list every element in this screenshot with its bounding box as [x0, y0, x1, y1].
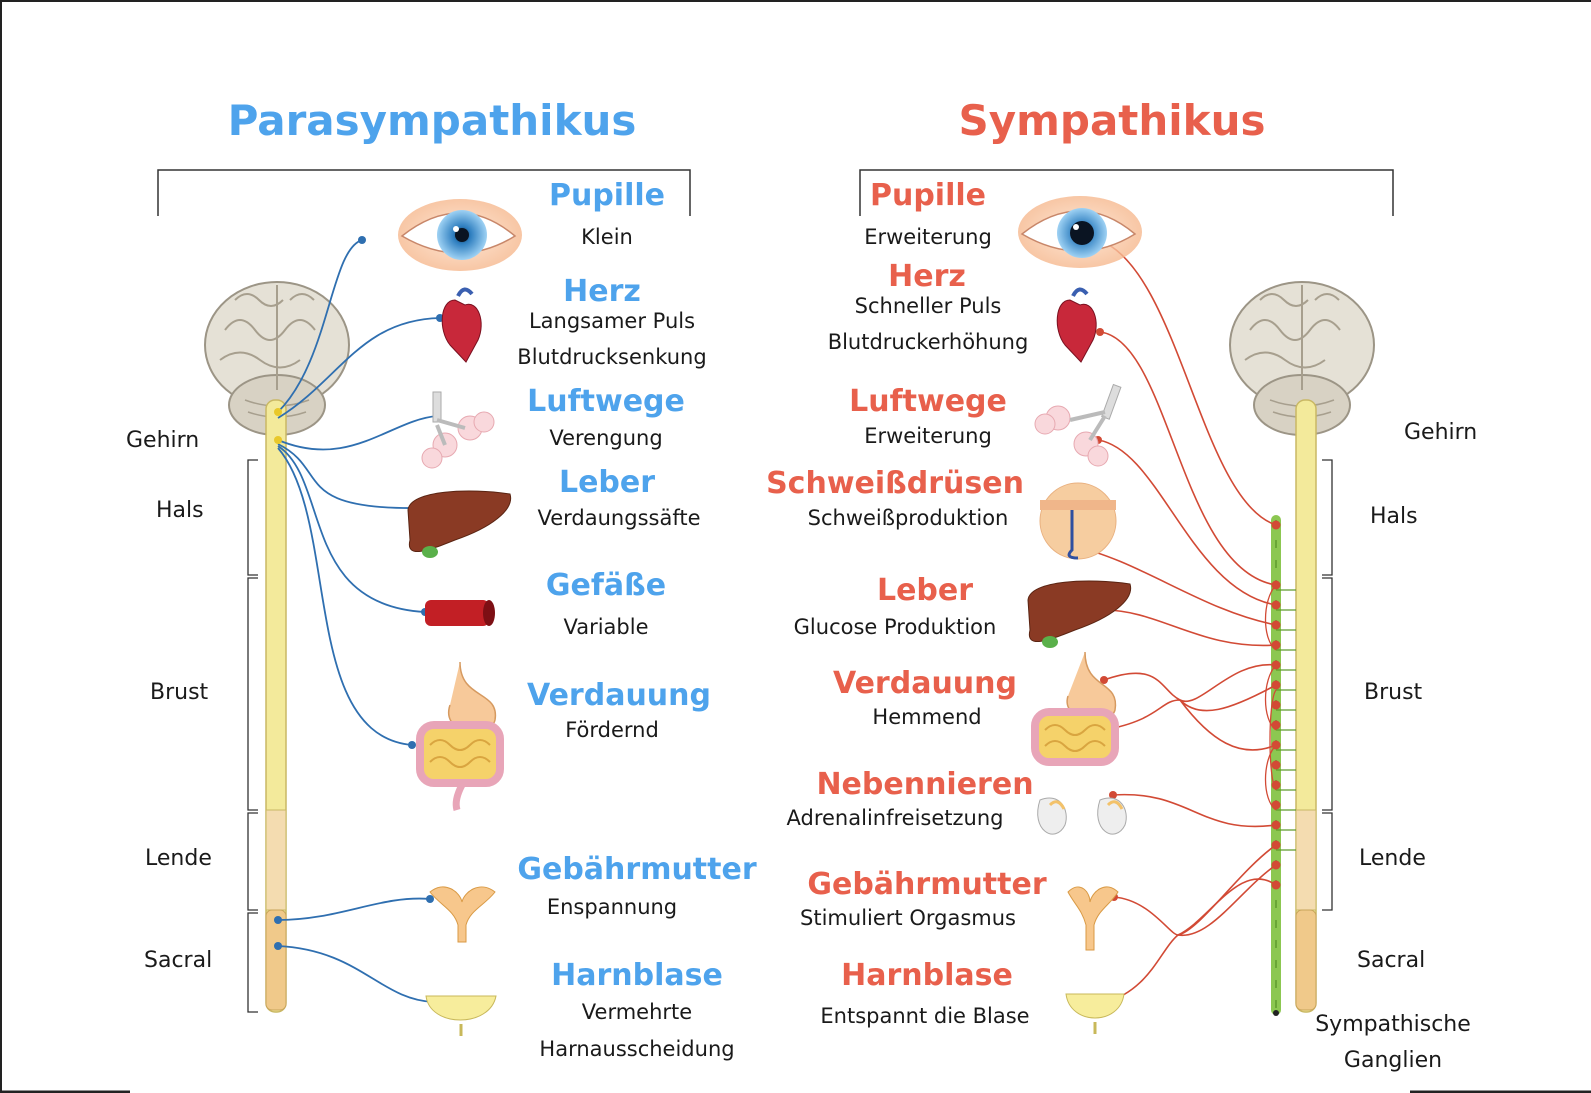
para-organ-leber: Leber	[558, 465, 656, 500]
para-effect-verdauung: Fördernd	[565, 718, 659, 742]
sym-sweat-gland-icon	[1039, 482, 1117, 560]
para-region-brust: Brust	[150, 680, 209, 705]
sym-effect-leber: Glucose Produktion	[793, 615, 997, 639]
sym-region-sacral: Sacral	[1357, 948, 1426, 973]
para-eye-icon	[398, 199, 522, 271]
para-organ-luftwege: Luftwege	[527, 384, 685, 419]
para-organ-harnblase: Harnblase	[551, 958, 723, 993]
sym-effect-luftwege: Erweiterung	[864, 424, 992, 448]
sym-organ-harnblase: Harnblase	[841, 958, 1013, 993]
para-region-brackets	[247, 459, 258, 1013]
para-nerves	[277, 239, 441, 1003]
para-region-gehirn: Gehirn	[126, 428, 200, 453]
sym-effect-pupille: Erweiterung	[864, 225, 992, 249]
para-uterus-icon	[429, 886, 496, 943]
sym-effect-herz-2: Blutdruckerhöhung	[827, 330, 1029, 354]
sym-region-hals: Hals	[1370, 504, 1418, 529]
para-heart-icon	[441, 287, 482, 363]
sym-effect-schweissdruesen: Schweißproduktion	[807, 506, 1009, 530]
para-effect-gefaesse: Variable	[563, 615, 649, 639]
para-title-bracket	[157, 169, 691, 216]
sym-uterus-icon	[1067, 886, 1119, 951]
sym-region-brust: Brust	[1364, 680, 1423, 705]
sym-title-bracket	[859, 169, 1394, 216]
sym-organ-luftwege: Luftwege	[849, 384, 1007, 419]
sym-region-gehirn: Gehirn	[1404, 420, 1478, 445]
sym-organ-schweissdruesen: Schweißdrüsen	[766, 466, 1024, 501]
para-effect-leber: Verdaungssäfte	[537, 506, 701, 530]
para-region-sacral: Sacral	[144, 948, 213, 973]
sym-ganglia-label-2: Ganglien	[1343, 1048, 1443, 1073]
sym-region-brackets	[1322, 459, 1333, 911]
para-spinal-cord	[265, 399, 287, 1013]
para-organ-herz: Herz	[563, 274, 641, 309]
para-liver-icon	[407, 490, 512, 558]
sym-effect-verdauung: Hemmend	[872, 705, 982, 729]
para-effect-herz-1: Langsamer Puls	[528, 309, 696, 333]
sym-heart-icon	[1056, 287, 1097, 363]
sym-region-lende: Lende	[1359, 846, 1426, 871]
para-region-lende: Lende	[145, 846, 212, 871]
sym-effect-herz-1: Schneller Puls	[854, 294, 1002, 318]
sym-effect-harnblase: Entspannt die Blase	[820, 1004, 1030, 1028]
para-effect-herz-2: Blutdrucksenkung	[517, 345, 707, 369]
sym-effect-nebennieren: Adrenalinfreisetzung	[786, 806, 1004, 830]
para-brain-icon	[204, 281, 350, 436]
para-organ-verdauung: Verdauung	[527, 678, 711, 713]
para-region-hals: Hals	[156, 498, 204, 523]
sym-organ-pupille: Pupille	[869, 178, 987, 213]
sym-eye-icon	[1018, 196, 1142, 268]
sym-liver-icon	[1027, 580, 1132, 648]
para-vessel-icon	[425, 600, 495, 626]
sym-nerves	[1071, 239, 1277, 1004]
para-lungs-icon	[421, 391, 495, 469]
para-effect-gebaehrmutter: Enspannung	[546, 895, 678, 919]
para-digestive-icon	[416, 661, 504, 812]
para-organ-pupille: Pupille	[548, 178, 666, 213]
sym-organ-leber: Leber	[876, 573, 974, 608]
sym-brain-icon	[1229, 281, 1375, 436]
sym-digestive-icon	[1031, 651, 1119, 766]
sym-effect-gebaehrmutter: Stimuliert Orgasmus	[800, 906, 1016, 930]
para-bladder-icon	[425, 995, 497, 1036]
sym-organ-nebennieren: Nebennieren	[816, 767, 1034, 802]
sym-lungs-icon	[1034, 383, 1122, 467]
sym-title: Sympathikus	[958, 96, 1266, 145]
sym-bladder-icon	[1065, 993, 1125, 1034]
sym-organ-gebaehrmutter: Gebährmutter	[807, 867, 1047, 902]
para-organ-gefaesse: Gefäße	[545, 568, 667, 603]
sym-spinal-cord	[1295, 399, 1317, 1013]
para-effect-harnblase-2: Harnausscheidung	[539, 1037, 735, 1061]
para-organ-gebaehrmutter: Gebährmutter	[517, 852, 757, 887]
para-effect-harnblase-1: Vermehrte	[581, 1000, 693, 1024]
para-title: Parasympathikus	[227, 96, 637, 145]
sym-adrenal-icon	[1037, 797, 1127, 835]
para-effect-pupille: Klein	[581, 225, 633, 249]
sym-organ-herz: Herz	[888, 259, 966, 294]
sym-organ-verdauung: Verdauung	[833, 666, 1017, 701]
para-effect-luftwege: Verengung	[549, 426, 663, 450]
sym-ganglia-label-1: Sympathische	[1315, 1012, 1471, 1037]
